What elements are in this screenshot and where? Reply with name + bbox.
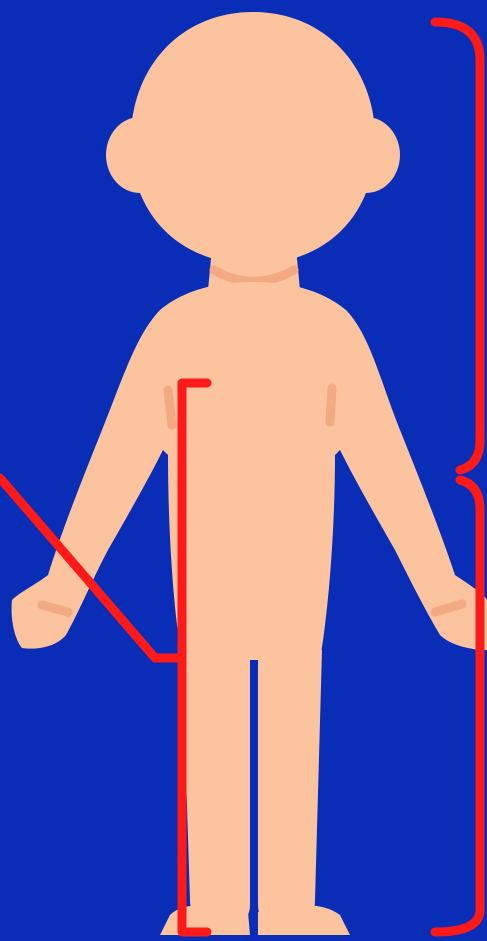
left-leg [182, 650, 250, 927]
right-leg [258, 650, 322, 927]
right-armpit-crease [330, 388, 332, 422]
left-armpit-crease [168, 390, 172, 425]
head [131, 12, 376, 265]
